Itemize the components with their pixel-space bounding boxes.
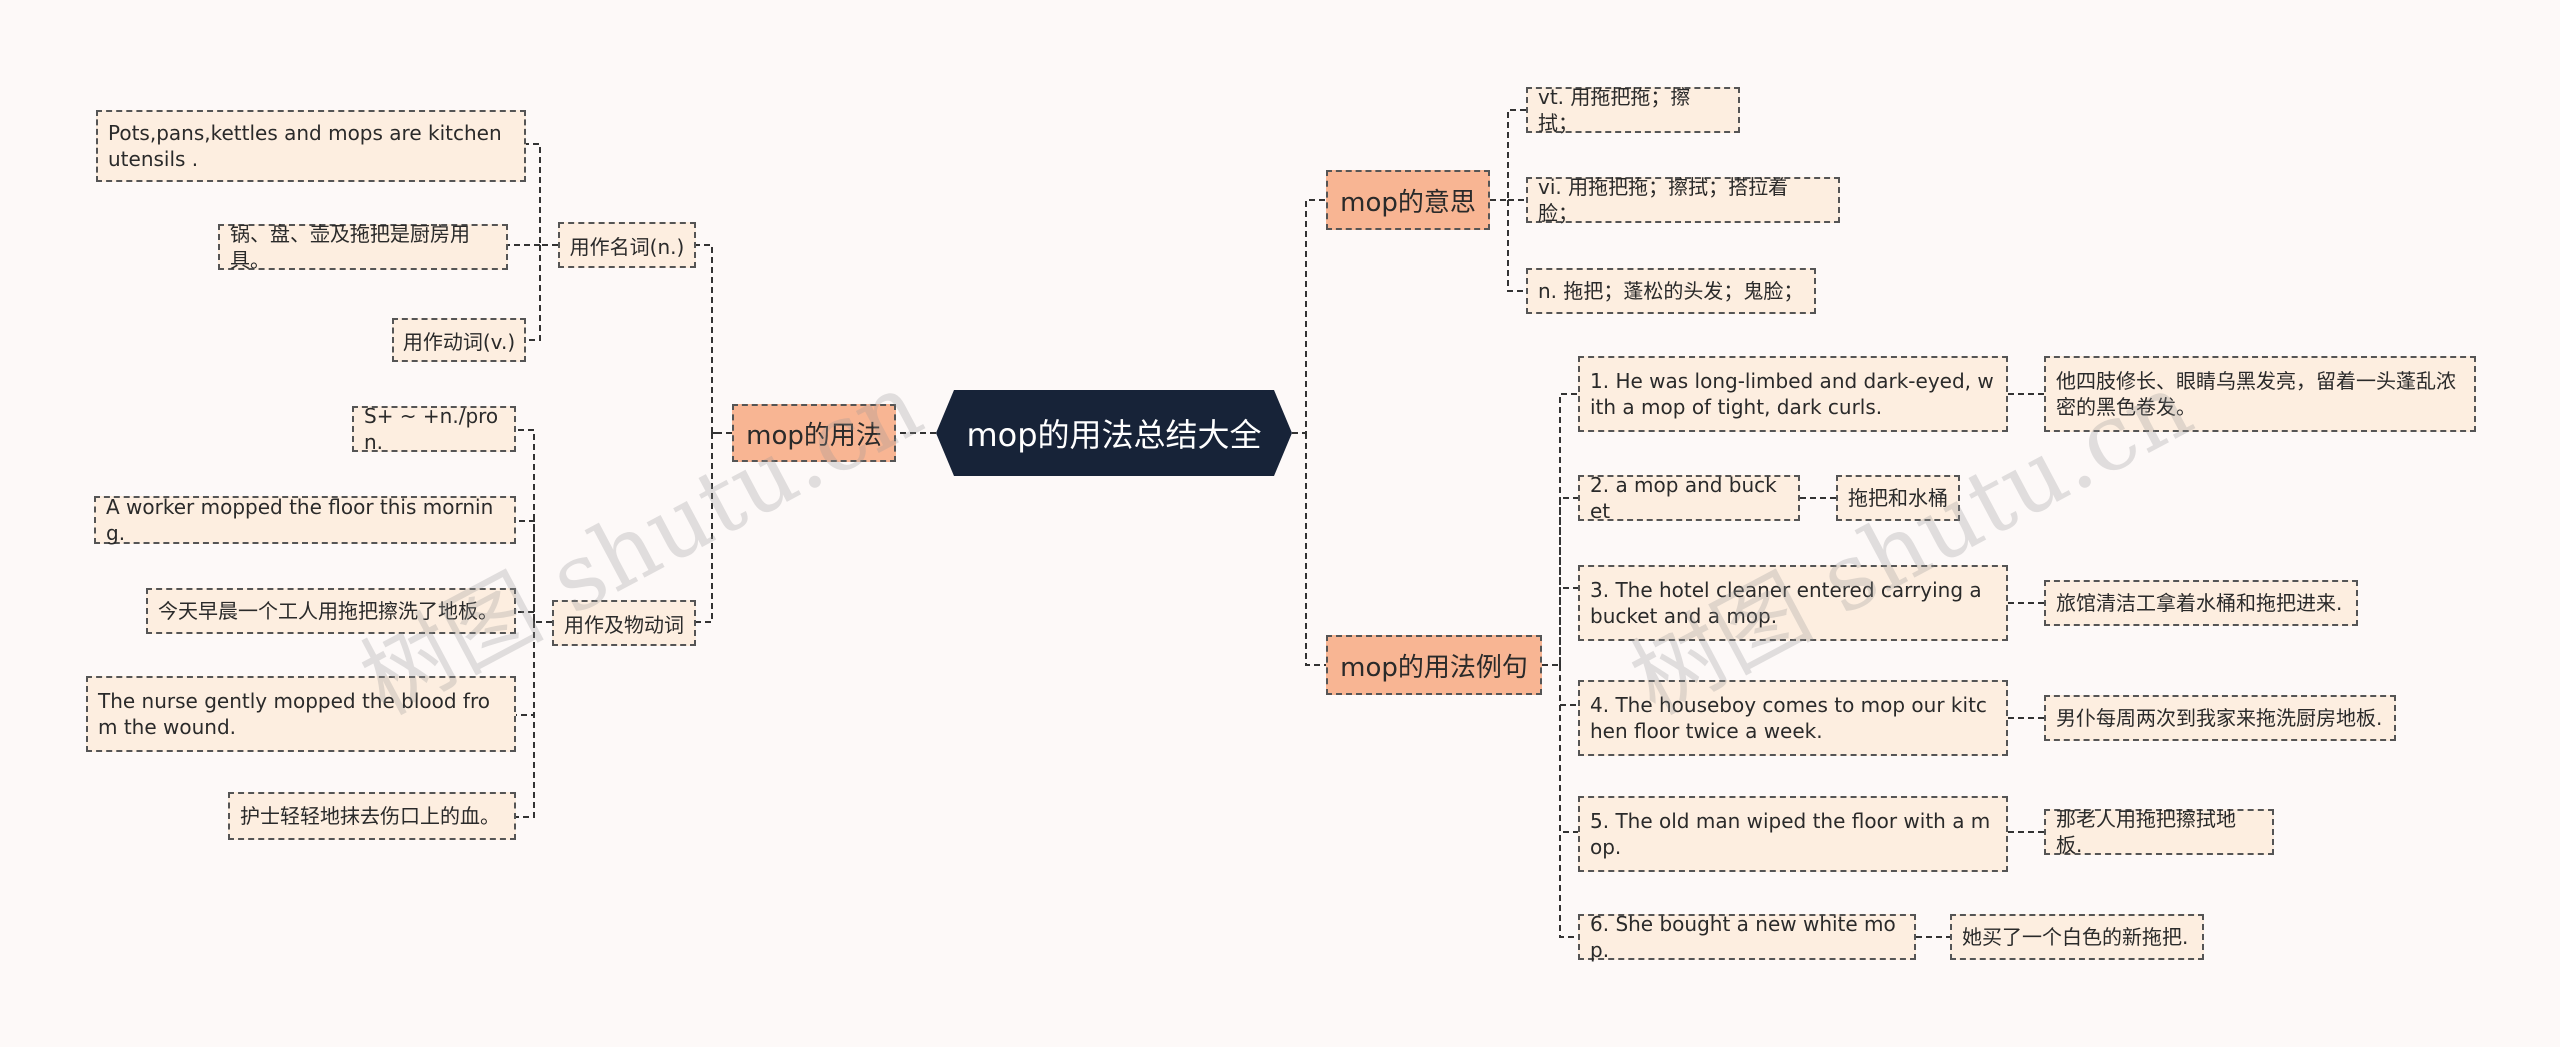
example-zh-1[interactable]: 他四肢修长、眼睛乌黑发亮，留着一头蓬乱浓密的黑色卷发。 bbox=[2044, 356, 2476, 432]
meaning-vt[interactable]: vt. 用拖把拖；擦拭； bbox=[1526, 85, 1740, 135]
transitive-pattern[interactable]: S+ ~ +n./pron. bbox=[352, 404, 516, 454]
node-transitive-usage[interactable]: 用作及物动词 bbox=[552, 600, 696, 646]
example-zh-4[interactable]: 男仆每周两次到我家来拖洗厨房地板. bbox=[2044, 695, 2396, 741]
node-noun-usage[interactable]: 用作名词(n.) bbox=[558, 222, 696, 268]
example-en-2[interactable]: 2. a mop and bucket bbox=[1578, 473, 1800, 523]
example-zh-5[interactable]: 那老人用拖把擦拭地板. bbox=[2044, 807, 2274, 857]
transitive-example-zh-2[interactable]: 护士轻轻地抹去伤口上的血。 bbox=[228, 792, 516, 840]
branch-meaning[interactable]: mop的意思 bbox=[1326, 170, 1490, 230]
branch-examples[interactable]: mop的用法例句 bbox=[1326, 635, 1542, 695]
noun-example-zh[interactable]: 锅、盘、壶及拖把是厨房用具。 bbox=[218, 222, 508, 272]
meaning-n[interactable]: n. 拖把；蓬松的头发；鬼脸； bbox=[1526, 268, 1816, 314]
transitive-example-en-1[interactable]: A worker mopped the floor this morning. bbox=[94, 495, 516, 545]
example-zh-6[interactable]: 她买了一个白色的新拖把. bbox=[1950, 914, 2204, 960]
node-verb-usage[interactable]: 用作动词(v.) bbox=[392, 318, 526, 362]
transitive-example-en-2[interactable]: The nurse gently mopped the blood from t… bbox=[86, 676, 516, 752]
meaning-vi[interactable]: vi. 用拖把拖；擦拭；搭拉着脸； bbox=[1526, 175, 1840, 225]
example-en-5[interactable]: 5. The old man wiped the floor with a mo… bbox=[1578, 796, 2008, 872]
example-zh-3[interactable]: 旅馆清洁工拿着水桶和拖把进来. bbox=[2044, 580, 2358, 626]
root-topic[interactable]: mop的用法总结大全 bbox=[936, 390, 1292, 476]
example-en-3[interactable]: 3. The hotel cleaner entered carrying a … bbox=[1578, 565, 2008, 641]
branch-usage[interactable]: mop的用法 bbox=[732, 404, 896, 462]
noun-example-en[interactable]: Pots,pans,kettles and mops are kitchen u… bbox=[96, 110, 526, 182]
example-en-6[interactable]: 6. She bought a new white mop. bbox=[1578, 912, 1916, 962]
transitive-example-zh-1[interactable]: 今天早晨一个工人用拖把擦洗了地板。 bbox=[146, 588, 516, 634]
example-zh-2[interactable]: 拖把和水桶 bbox=[1836, 475, 1960, 521]
example-en-1[interactable]: 1. He was long-limbed and dark-eyed, wit… bbox=[1578, 356, 2008, 432]
example-en-4[interactable]: 4. The houseboy comes to mop our kitchen… bbox=[1578, 680, 2008, 756]
